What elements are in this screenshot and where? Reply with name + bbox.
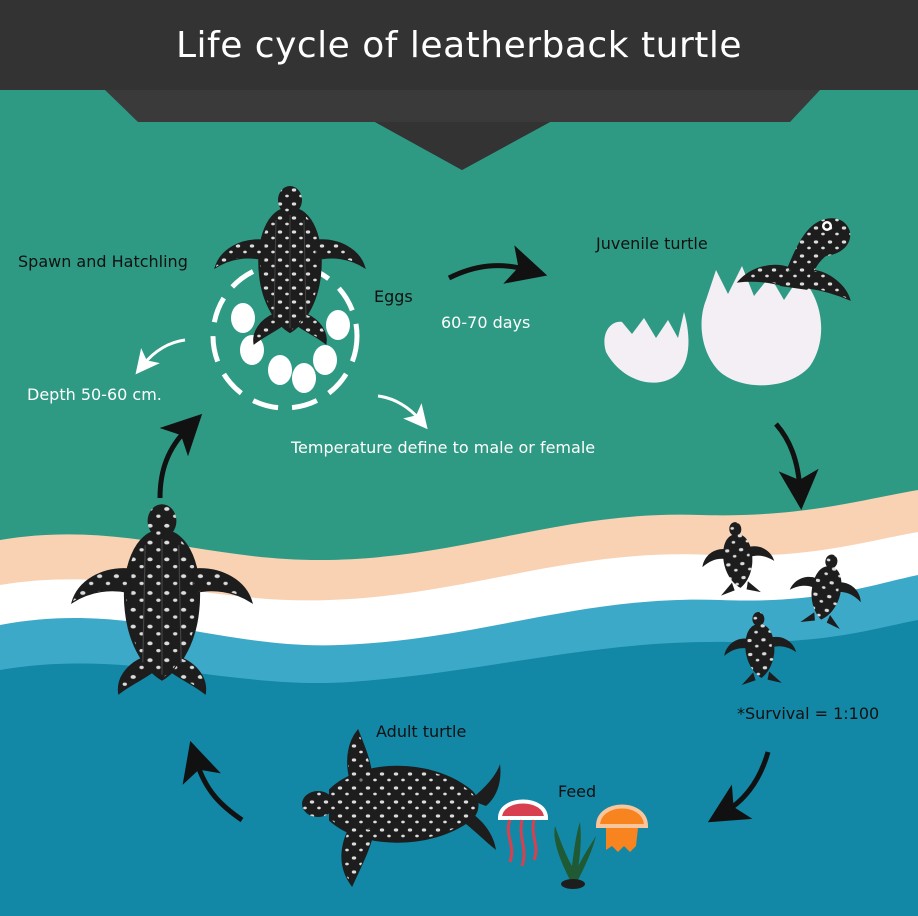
cycle-arrow-icon [157,413,203,499]
jellyfish-icon [595,804,649,852]
cycle-arrow-icon [377,394,428,430]
cycle-arrow-icon [707,751,771,823]
cycle-arrow-icon [182,740,244,823]
label-adult: Adult turtle [376,722,467,741]
label-incubation: 60-70 days [441,313,531,332]
cycle-arrow-icon [135,338,186,375]
egg-icon [604,312,689,383]
jellyfish-icon [497,799,549,867]
hatchling-icon [736,218,851,301]
label-survival: *Survival = 1:100 [737,704,880,723]
egg-icon [701,266,822,386]
label-eggs: Eggs [374,287,413,306]
label-juvenile: Juvenile turtle [596,234,708,253]
page-title: Life cycle of leatherback turtle [175,24,743,66]
label-spawn-and-hatchling: Spawn and Hatchling [18,252,188,271]
label-temperature: Temperature define to male or female [291,438,596,457]
cycle-arrow-icon [447,245,548,284]
label-depth: Depth 50-60 cm. [27,385,162,404]
title-bar [0,0,918,90]
cycle-arrow-icon [774,422,819,510]
deep-water [0,620,918,916]
seaweed-icon [554,822,596,889]
label-feed: Feed [558,782,597,801]
leatherback-turtle-icon [302,729,501,887]
